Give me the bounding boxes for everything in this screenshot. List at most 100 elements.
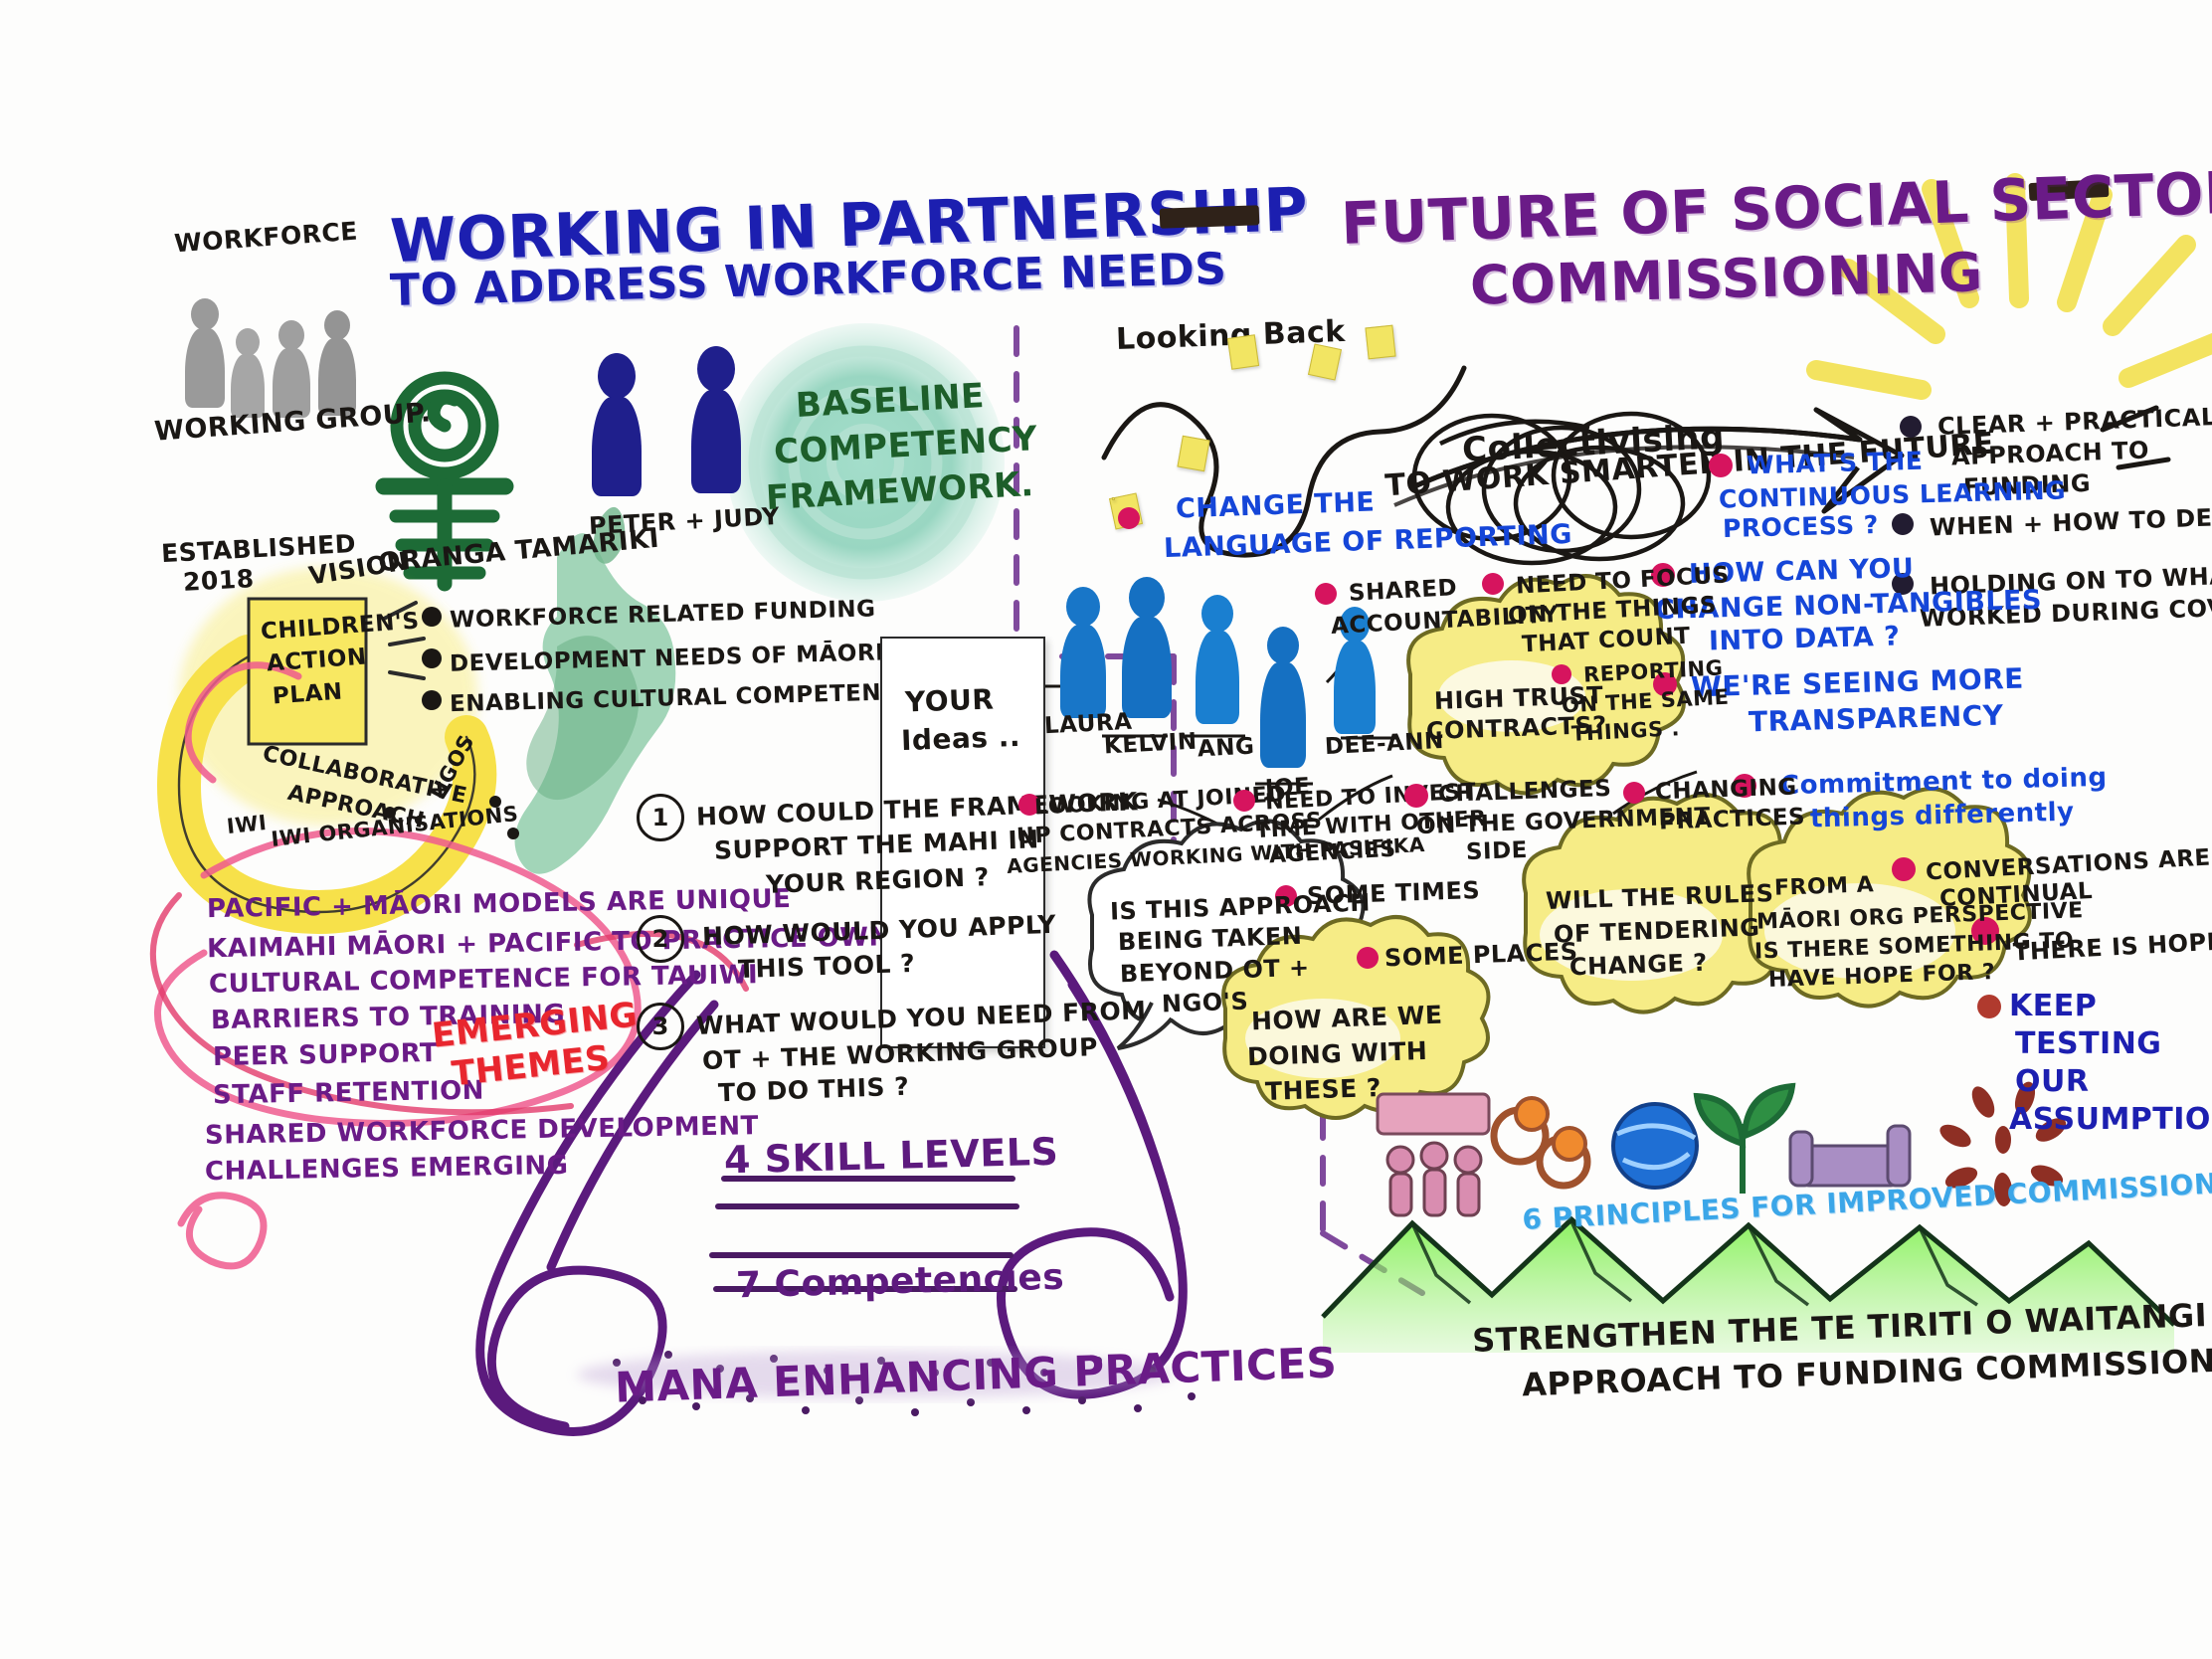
blue-5-line1: Keep xyxy=(2009,989,2098,1023)
note-some-places: Some places xyxy=(1383,937,1578,973)
figure-dee-ann xyxy=(1329,607,1381,734)
dot-there-is-hope xyxy=(1971,917,1999,945)
question-1-number: 1 xyxy=(637,794,684,841)
figure-joe xyxy=(1255,627,1311,768)
figure-laura xyxy=(1054,587,1112,718)
competencies-label: 7 Competencies xyxy=(735,1256,1065,1307)
framework-line3: Framework. xyxy=(765,463,1035,519)
figure-grey-2 xyxy=(227,328,269,418)
framework-line2: Competency xyxy=(773,419,1039,472)
sticky-note-3 xyxy=(1226,334,1260,370)
blue-4-line2: things differently xyxy=(1809,797,2075,834)
theme-1: Pacific + Māori models are unique xyxy=(206,883,792,925)
cloud-tendering-line3: change ? xyxy=(1568,948,1709,982)
figure-blue-judy xyxy=(686,346,746,493)
blue-4-line1: Commitment to doing xyxy=(1779,762,2108,802)
theme-6: Staff retention xyxy=(212,1075,485,1111)
cloud-maori-org-line4: have hope for ? xyxy=(1767,960,1996,993)
dot-continuous-learning xyxy=(1709,454,1733,477)
right-black-2-line1: When + how to devolve xyxy=(1929,500,2212,542)
blue-5-line3: our xyxy=(2015,1064,2090,1099)
left-bullet-1: Workforce related funding xyxy=(449,596,876,634)
blue-2-line3: into data ? xyxy=(1708,621,1901,657)
your-ideas-line2: Ideas .. xyxy=(900,719,1021,758)
dot-conversations-continual xyxy=(1892,857,1916,881)
note-changing-2: Practices xyxy=(1658,804,1806,835)
question-2-line2: this tool ? xyxy=(737,948,916,985)
figure-kelvin xyxy=(1116,577,1178,718)
note-invest-3: agencies xyxy=(1268,836,1397,869)
cloud-tendering-line1: Will the rules xyxy=(1545,879,1774,915)
change-language-line2: Language of Reporting xyxy=(1163,518,1573,565)
blue-1-line2: continuous learning xyxy=(1718,475,2067,514)
blue-3-line2: transparency xyxy=(1748,698,2004,739)
dot-some-times xyxy=(1275,885,1297,907)
theme-3: Cultural competence for Tauiwi xyxy=(208,960,759,1000)
figure-blue-peter xyxy=(587,353,646,496)
left-bullet-3: Enabling cultural competency xyxy=(449,678,916,718)
childrens-action-plan-line2: Action xyxy=(266,644,368,677)
dot-keep-testing xyxy=(1977,995,2001,1018)
cloud-how-are-we-line1: How are we xyxy=(1250,1000,1443,1036)
sticky-note-4 xyxy=(1307,343,1343,381)
dot-challenges-government xyxy=(1404,784,1428,808)
dot-when-how-devolve xyxy=(1892,513,1914,535)
bullet-dot-workforce-funding xyxy=(422,607,442,627)
cloud-tendering-line2: of tendering xyxy=(1553,913,1760,949)
right-panel-title-line2: Commissioning xyxy=(1469,241,1984,317)
theme-8: Challenges emerging xyxy=(204,1150,569,1188)
your-ideas-line1: Your xyxy=(904,682,995,719)
figure-grey-4 xyxy=(314,310,360,416)
dot-holding-on xyxy=(1892,573,1914,595)
question-3-line2: OT + the working group xyxy=(701,1032,1099,1075)
childrens-action-plan-line3: Plan xyxy=(272,678,344,710)
question-3-number: 3 xyxy=(637,1003,684,1050)
cloud-how-are-we-line3: these ? xyxy=(1264,1072,1382,1107)
dot-some-places xyxy=(1357,947,1379,969)
childrens-action-plan-line1: Children's xyxy=(260,608,421,645)
principles-line: 6 Principles for improved commissioning xyxy=(1521,1164,2212,1236)
framework-line1: Baseline xyxy=(795,376,986,426)
change-language-line1: Change the xyxy=(1175,486,1376,525)
cloud-how-are-we-line2: doing with xyxy=(1246,1035,1428,1072)
dot-need-to-invest xyxy=(1233,790,1255,812)
sticky-note-5 xyxy=(1365,324,1396,360)
figure-grey-3 xyxy=(269,320,314,418)
peter-judy-label: Peter + Judy xyxy=(588,501,781,541)
blue-1-line1: What's the xyxy=(1746,446,1924,480)
iwi-label: Iwi xyxy=(225,810,269,839)
dot-non-tangibles xyxy=(1651,563,1675,587)
note-shared-1: Shared xyxy=(1348,575,1458,607)
your-ideas-box[interactable] xyxy=(880,637,1045,1048)
note-changing-1: Changing xyxy=(1654,774,1798,806)
blue-1-line3: process ? xyxy=(1722,509,1880,544)
sticky-note-2 xyxy=(1177,435,1210,472)
note-gov-3: side xyxy=(1465,836,1529,866)
question-3-line3: to do this ? xyxy=(717,1071,910,1108)
established-line2: 2018 xyxy=(182,564,256,597)
question-2-number: 2 xyxy=(637,915,684,963)
note-gov-1: Challenges xyxy=(1437,775,1612,809)
workforce-label: Workforce xyxy=(173,216,359,259)
dot-need-to-focus xyxy=(1482,573,1504,595)
blue-5-line4: assumptions xyxy=(2009,1102,2212,1137)
skill-levels-label: 4 Skill Levels xyxy=(723,1129,1059,1183)
blue-5-line2: testing xyxy=(2015,1026,2162,1061)
note-focus-3: that count xyxy=(1521,623,1692,658)
right-panel-title-line1: Future of Social Sector xyxy=(1340,158,2212,258)
blue-3-line1: We're seeing more xyxy=(1690,661,2025,704)
cloud-beyond-ot-line3: beyond OT + xyxy=(1119,953,1311,989)
right-black-1-line2: approach to xyxy=(1950,436,2150,471)
dot-clear-practical xyxy=(1900,416,1922,438)
theme-7: Shared workforce development xyxy=(204,1111,760,1151)
figure-grey-1 xyxy=(181,298,229,408)
sticky-note-6 xyxy=(1112,497,1115,500)
cloud-maori-org-line1: From a xyxy=(1773,872,1875,901)
theme-5: Peer support xyxy=(212,1038,439,1072)
dot-transparency xyxy=(1653,672,1677,696)
dot-change-language xyxy=(1118,507,1140,529)
dot-changing-practices xyxy=(1623,782,1645,804)
cloud-beyond-ot-line2: being taken xyxy=(1117,921,1303,957)
figure-ang xyxy=(1190,595,1245,724)
